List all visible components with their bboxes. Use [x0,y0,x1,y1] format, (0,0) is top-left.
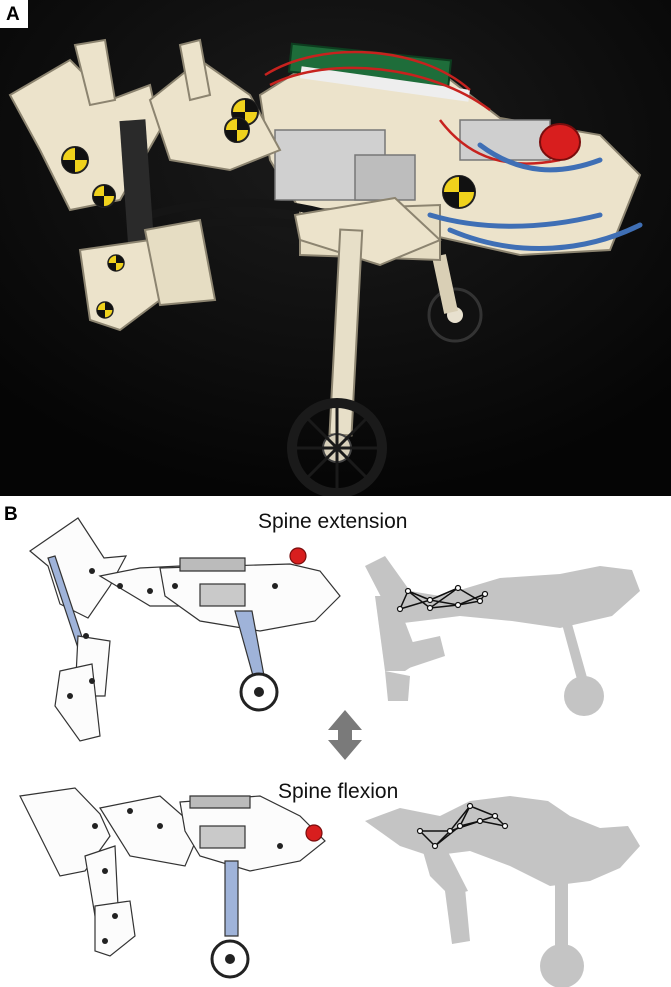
spine-diagram-panel: B Spine extension Spine flexion [0,496,671,987]
robot-photo [0,0,671,496]
spine-diagrams [19,517,640,987]
panel-b-label: B [0,502,22,528]
flexion-silhouette [365,796,640,987]
extension-line-drawing [29,517,341,742]
tracking-markers [61,98,476,319]
spine-extension-caption: Spine extension [258,510,408,533]
front-leg [287,196,442,496]
transition-arrow [328,710,362,760]
hind-section [8,38,282,332]
spine-flexion-caption: Spine flexion [278,780,399,803]
blue-hoses [427,142,643,251]
robot-photo-panel: A [0,0,671,496]
red-emergency-button [539,123,581,161]
extension-silhouette [365,556,640,716]
electronics-boards [274,42,551,201]
rear-small-wheel [427,287,483,343]
panel-a-label: A [0,0,28,28]
rear-leg-strut [432,254,458,314]
large-wheel [287,398,387,496]
red-wires [264,50,561,165]
flexion-line-drawing [19,787,326,979]
